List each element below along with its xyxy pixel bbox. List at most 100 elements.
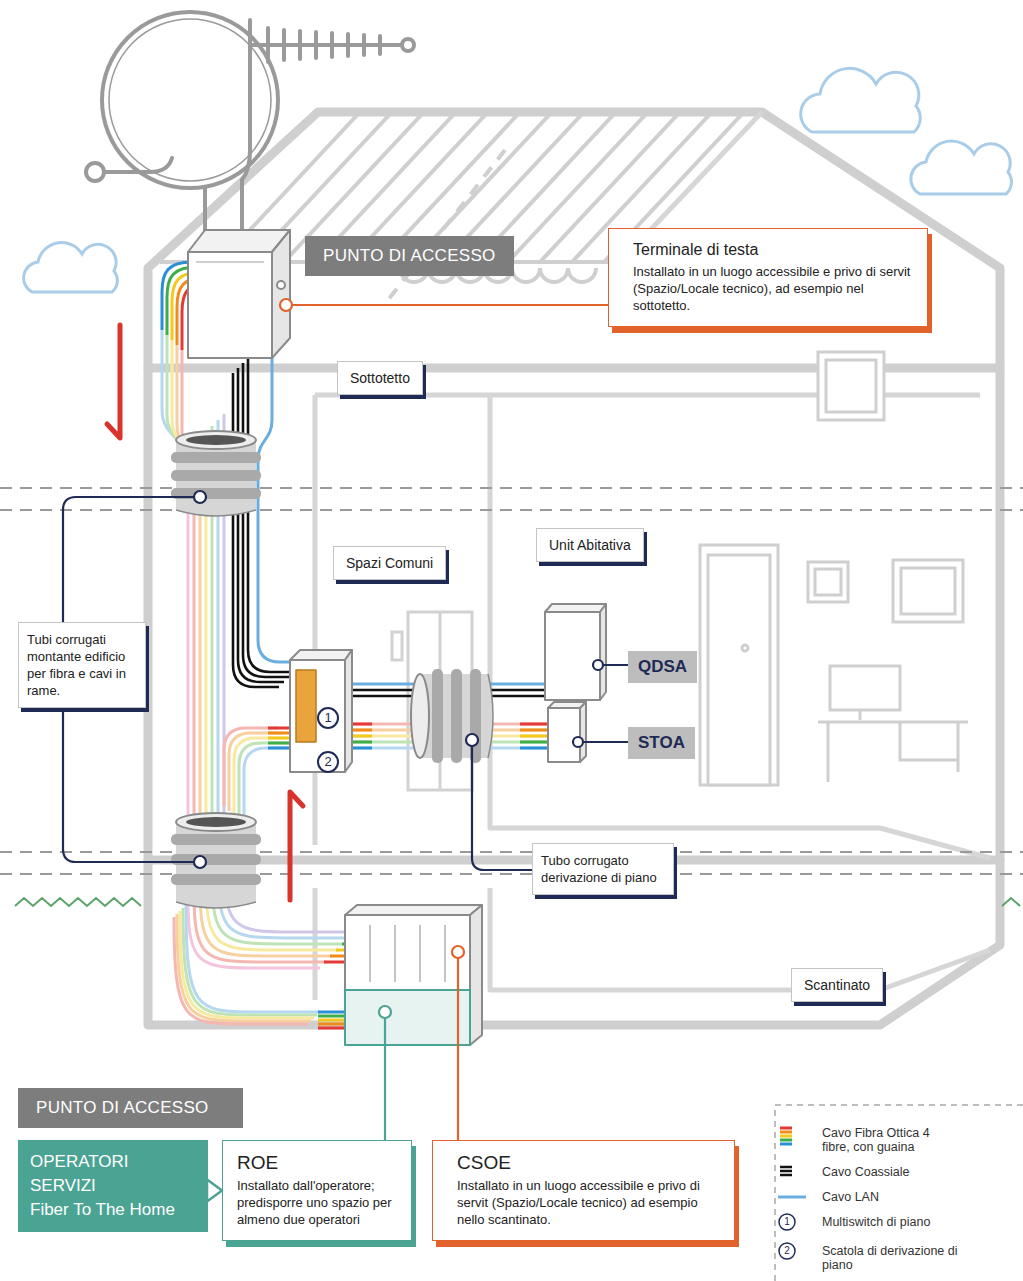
node-text: Tubi corrugati montante edificio per fib… [27,631,137,699]
coax-cable [243,363,289,677]
stoa-box [548,708,580,762]
leader-line [292,304,625,306]
corrugated-tube [171,431,493,908]
corrugated-tube [432,669,443,763]
legend-frame [775,1105,1023,1281]
node-body-text: Installato in un luogo accessibile e pri… [633,263,913,314]
legend-text: Cavo Coassiale [822,1165,972,1179]
fibre-cable [239,743,293,821]
lan-cable [258,358,294,662]
house-inner [313,395,318,845]
legend-sample [780,1131,792,1134]
legend-sample [780,1143,792,1146]
head-terminal [188,230,290,358]
corrugated-tube [176,431,256,449]
legend-sample [780,1135,792,1138]
window [815,569,841,595]
corrugated-tube [176,813,256,831]
antenna [268,28,380,62]
node-text: Terminale di testa [633,239,913,260]
leader-line [457,958,459,1150]
head-terminal [272,230,290,358]
access-point-tag: PUNTO DI ACCESSO [305,236,514,276]
antenna [242,75,250,232]
fibre-cable [234,738,288,816]
furniture [830,666,900,710]
legend-text: Cavo LAN [822,1190,972,1204]
head-terminal [277,281,285,289]
corrugated-tube [488,674,493,758]
floor-dashed-line [0,488,1023,874]
node-text: ROE [237,1151,397,1174]
node-text: Sottotetto [350,369,410,387]
legend-text: Cavo Fibra Ottica 4 fibre, con guaina [822,1126,940,1154]
antenna [109,19,271,181]
door [742,645,748,651]
window [826,360,876,412]
node-text: CSOE [457,1151,720,1174]
node-body-text: Installato in un luogo accessibile e pri… [457,1177,720,1228]
qdsa-box [545,604,606,612]
floor-multiswitch [290,650,352,772]
legend-sample [780,1139,792,1142]
antenna [250,20,402,75]
leader-line [384,1018,386,1150]
fibre-cable [520,735,550,738]
callout-number: 1 [779,1214,795,1230]
floor-dashed-line [0,851,1023,853]
floor-multiswitch [296,670,316,742]
floor-dashed-line [0,509,1023,511]
legend-text: Scatola di derivazione di piano [822,1244,967,1272]
fibre-cable [520,741,550,744]
coax-cable [233,358,550,696]
head-terminal [196,261,264,263]
leader-line [466,734,478,746]
legend-sample [779,1214,795,1230]
area-label: Spazi Comuni [333,546,446,580]
csoe-cabinet [345,905,482,1045]
window [808,562,848,602]
flow-arrow [107,325,303,900]
node-text: Tubo corrugato derivazione di piano [541,852,665,886]
corrugated-tube [171,834,261,845]
window [818,352,884,420]
node-text: STOA [638,732,685,754]
leader-line [194,491,206,503]
leader-line [63,690,194,862]
head-terminal [188,252,272,358]
leader-line [452,946,464,958]
fibre-cable [186,905,320,1012]
cloud [801,68,921,132]
callout-box: Tubi corrugati montante edificio per fib… [18,622,146,708]
node-text: OPERATORI SERVIZI [30,1150,196,1198]
node-text: PUNTO DI ACCESSO [36,1097,225,1119]
fibre-cable [162,262,550,1028]
node-text: QDSA [638,656,687,678]
callout-box: CSOE Installato in un luogo accessibile e… [432,1140,735,1241]
cloud [911,141,1012,194]
legend-frame [775,1105,1023,1281]
house-outline [148,112,1000,1025]
callout-number: 2 [779,1243,795,1259]
csoe-cabinet [345,915,470,990]
access-point-tag: PUNTO DI ACCESSO [18,1088,243,1128]
fibre-cable [180,911,314,1018]
ground-line [15,898,1020,906]
fibre-cable [520,747,550,750]
callout-box: ROEInstallato dall'operatore; predisporr… [222,1140,412,1241]
leader-line [63,497,194,640]
door [700,545,778,785]
antenna [203,188,207,232]
flow-arrow [290,792,303,900]
operator-box: OPERATORI SERVIZIFiber To The Home [18,1140,208,1232]
ground-line [15,898,141,906]
node-body-text: Fiber To The Home [30,1198,196,1222]
fibre-cable [224,728,278,806]
device-tag: QDSA [628,651,697,683]
furniture [818,722,968,782]
door [700,545,778,785]
ground-line [1002,898,1020,906]
antenna [86,12,414,232]
elevator [392,612,472,790]
cloud [24,243,118,292]
